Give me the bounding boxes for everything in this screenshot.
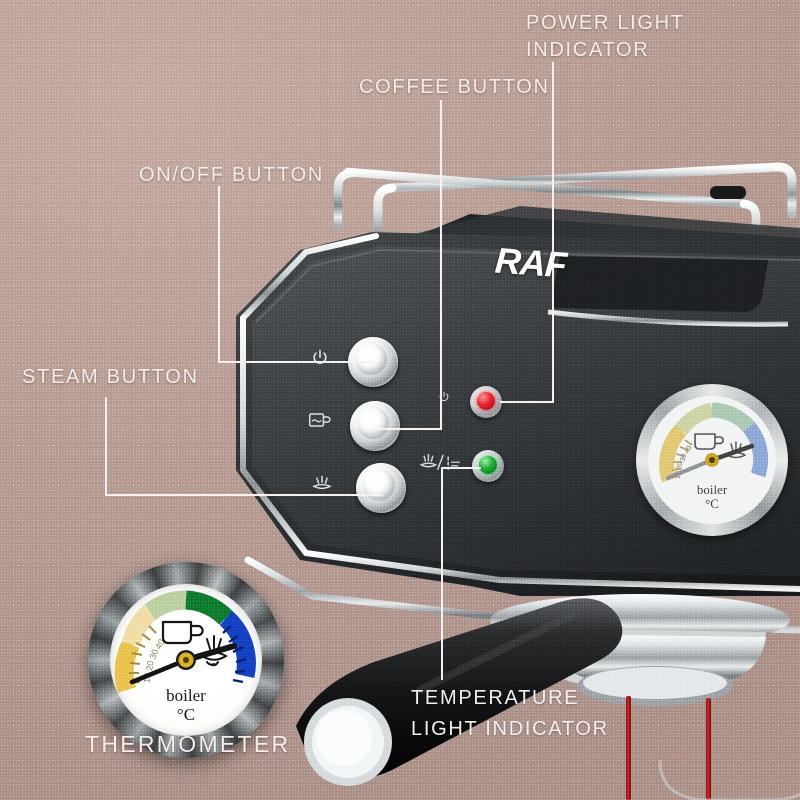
green-led-bulb (479, 456, 497, 475)
callout-line-temperature-horizontal (441, 467, 481, 469)
callout-line-onoff-horizontal (218, 361, 374, 363)
callout-line-temperature-vertical (441, 468, 443, 680)
power-icon (310, 348, 330, 368)
callout-line-onoff-vertical (218, 186, 220, 362)
temperature-light-indicator-led (472, 450, 504, 482)
gauge-caption-boiler: boiler (166, 686, 206, 705)
callout-label-coffee-text: COFFEE BUTTON (359, 76, 550, 98)
callout-label-steam-text: STEAM BUTTON (22, 366, 199, 388)
svg-text:°C: °C (705, 496, 719, 511)
callout-label-power-light-line1: POWER LIGHT (526, 12, 685, 34)
brand-logo: RAF (494, 240, 568, 287)
callout-line-steam-vertical (105, 397, 107, 495)
brand-logo-text: RAF (493, 239, 568, 286)
callout-label-temperature-line2: LIGHT INDICATOR (411, 718, 609, 740)
power-light-indicator-led (470, 386, 502, 418)
callout-label-power-light-line2: INDICATOR (526, 39, 650, 61)
thermometer-dial-graphics: 40 30 20 10 (114, 590, 256, 724)
gauge-tick-20: 20 (144, 660, 156, 672)
callout-line-power-light-vertical (552, 62, 554, 402)
thermometer-detail: 40 30 20 10 (88, 562, 284, 758)
callout-label-temperature-light-indicator: TEMPERATURE LIGHT INDICATOR (411, 683, 609, 745)
thermometer-face: 40 30 20 10 (110, 584, 262, 736)
coffee-push-button[interactable] (350, 401, 400, 451)
callout-label-coffee-button: COFFEE BUTTON (359, 76, 550, 99)
gauge-tick-30: 30 (147, 648, 160, 661)
callout-label-thermometer: THERMOMETER (85, 731, 290, 758)
svg-text:40: 40 (684, 445, 694, 455)
callout-line-steam-horizontal (105, 494, 383, 496)
steam-push-button[interactable] (356, 463, 406, 513)
callout-label-power-light-indicator: POWER LIGHT INDICATOR (526, 10, 685, 64)
coffee-cup-icon (308, 410, 332, 430)
callout-label-onoff-text: ON/OFF BUTTON (139, 164, 325, 186)
boiler-gauge-on-machine: 40 30 20 10 (636, 384, 788, 536)
callout-label-steam-button: STEAM BUTTON (22, 366, 199, 389)
callout-label-thermometer-text: THERMOMETER (85, 731, 291, 757)
svg-text:boiler: boiler (697, 482, 728, 497)
red-led-bulb (477, 392, 495, 411)
svg-text:20: 20 (676, 461, 684, 470)
callout-line-coffee-horizontal (376, 428, 442, 430)
gauge-dial-graphics: 40 30 20 10 (659, 402, 769, 511)
callout-label-on-off-button: ON/OFF BUTTON (139, 164, 324, 187)
callout-line-power-light-horizontal (500, 401, 554, 403)
steam-icon (310, 474, 334, 496)
steam-thermo-icon (419, 452, 467, 476)
callout-line-coffee-vertical (440, 100, 442, 429)
callout-label-temperature-line1: TEMPERATURE (411, 687, 580, 709)
gauge-face: 40 30 20 10 (648, 396, 776, 524)
svg-text:30: 30 (679, 453, 688, 463)
gauge-caption-celsius: °C (177, 705, 195, 724)
